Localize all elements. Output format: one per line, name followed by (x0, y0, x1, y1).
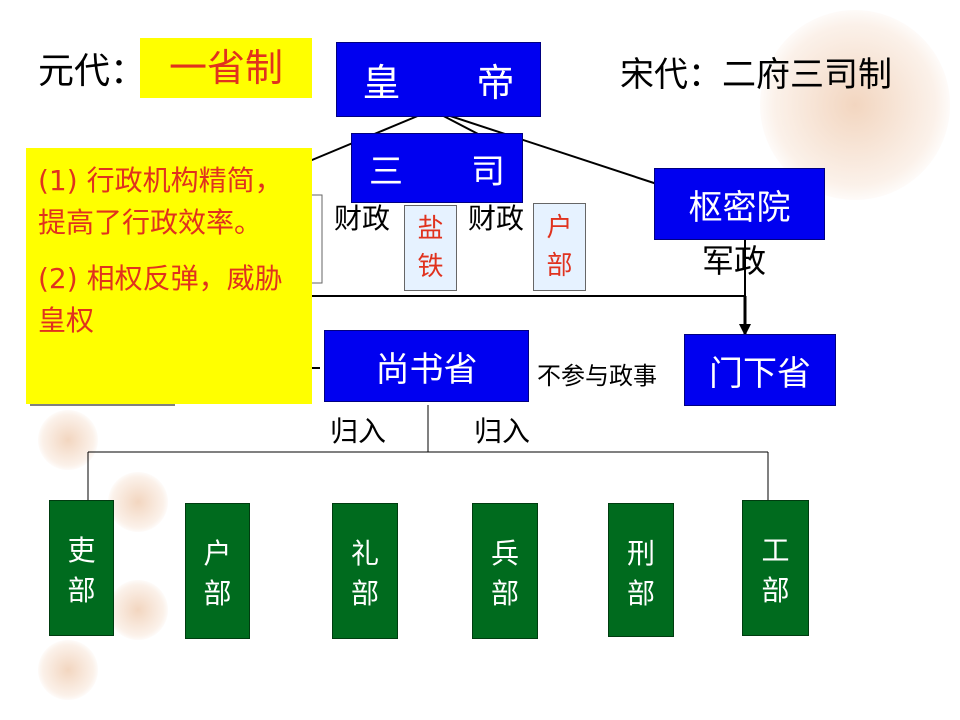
menxia-box: 门下省 (684, 334, 836, 406)
sub-box-hubu-char-2: 部 (546, 251, 573, 281)
note-panel: (1) 行政机构精简，提高了行政效率。 (2) 相权反弹，威胁皇权 (26, 148, 312, 404)
ministry-hubu-char-2: 部 (203, 577, 232, 610)
ministry-gongbu-char-2: 部 (761, 574, 790, 607)
sub-box-salt-iron-char-2: 铁 (417, 252, 444, 282)
sub-box-hubu: 户 部 (533, 203, 586, 291)
title-yuan-prefix: 元代： (38, 51, 147, 92)
seal-watermark-small-4 (38, 640, 98, 700)
title-yuan-highlight: 一省制 (140, 38, 312, 98)
seal-watermark-small-2 (108, 472, 168, 532)
label-guiru-1: 归入 (330, 415, 387, 448)
ministry-xingbu-char-1: 刑 (626, 537, 655, 570)
seal-watermark-small-3 (108, 580, 168, 640)
ministry-bingbu: 兵 部 (472, 503, 538, 639)
shangshu-box: 尚书省 (324, 330, 529, 402)
shumiyuan-box: 枢密院 (654, 168, 825, 240)
sub-box-salt-iron: 盐 铁 (404, 205, 457, 291)
ministry-li-rites-char-2: 部 (350, 577, 379, 610)
label-bucanyu: 不参与政事 (537, 362, 657, 390)
note-point-2: (2) 相权反弹，威胁皇权 (38, 262, 283, 337)
ministry-li-rites: 礼 部 (332, 503, 398, 639)
ministry-xingbu-char-2: 部 (626, 577, 655, 610)
sub-box-hubu-char-1: 户 (546, 213, 573, 243)
ministry-gongbu-char-1: 工 (761, 534, 790, 567)
ministry-xingbu: 刑 部 (608, 503, 674, 637)
san-si-box: 三 司 (351, 133, 523, 203)
ministry-libu: 吏 部 (49, 500, 114, 636)
ministry-bingbu-char-2: 部 (490, 577, 519, 610)
note-point-1: (1) 行政机构精简，提高了行政效率。 (38, 164, 283, 239)
label-caizheng-2: 财政 (468, 202, 525, 235)
label-junzheng: 军政 (702, 242, 767, 280)
emperor-box: 皇 帝 (336, 42, 541, 117)
ministry-hubu: 户 部 (185, 503, 250, 639)
ministry-hubu-char-1: 户 (203, 537, 232, 570)
ministry-gongbu: 工 部 (742, 500, 809, 636)
ministry-bingbu-char-1: 兵 (490, 537, 519, 570)
sub-box-salt-iron-char-1: 盐 (417, 214, 444, 244)
ministry-li-rites-char-1: 礼 (350, 537, 379, 570)
ministry-libu-char-1: 吏 (67, 534, 96, 567)
label-guiru-2: 归入 (474, 415, 531, 448)
label-caizheng-1: 财政 (334, 202, 391, 235)
ministry-libu-char-2: 部 (67, 574, 96, 607)
title-song: 宋代：二府三司制 (620, 55, 892, 95)
